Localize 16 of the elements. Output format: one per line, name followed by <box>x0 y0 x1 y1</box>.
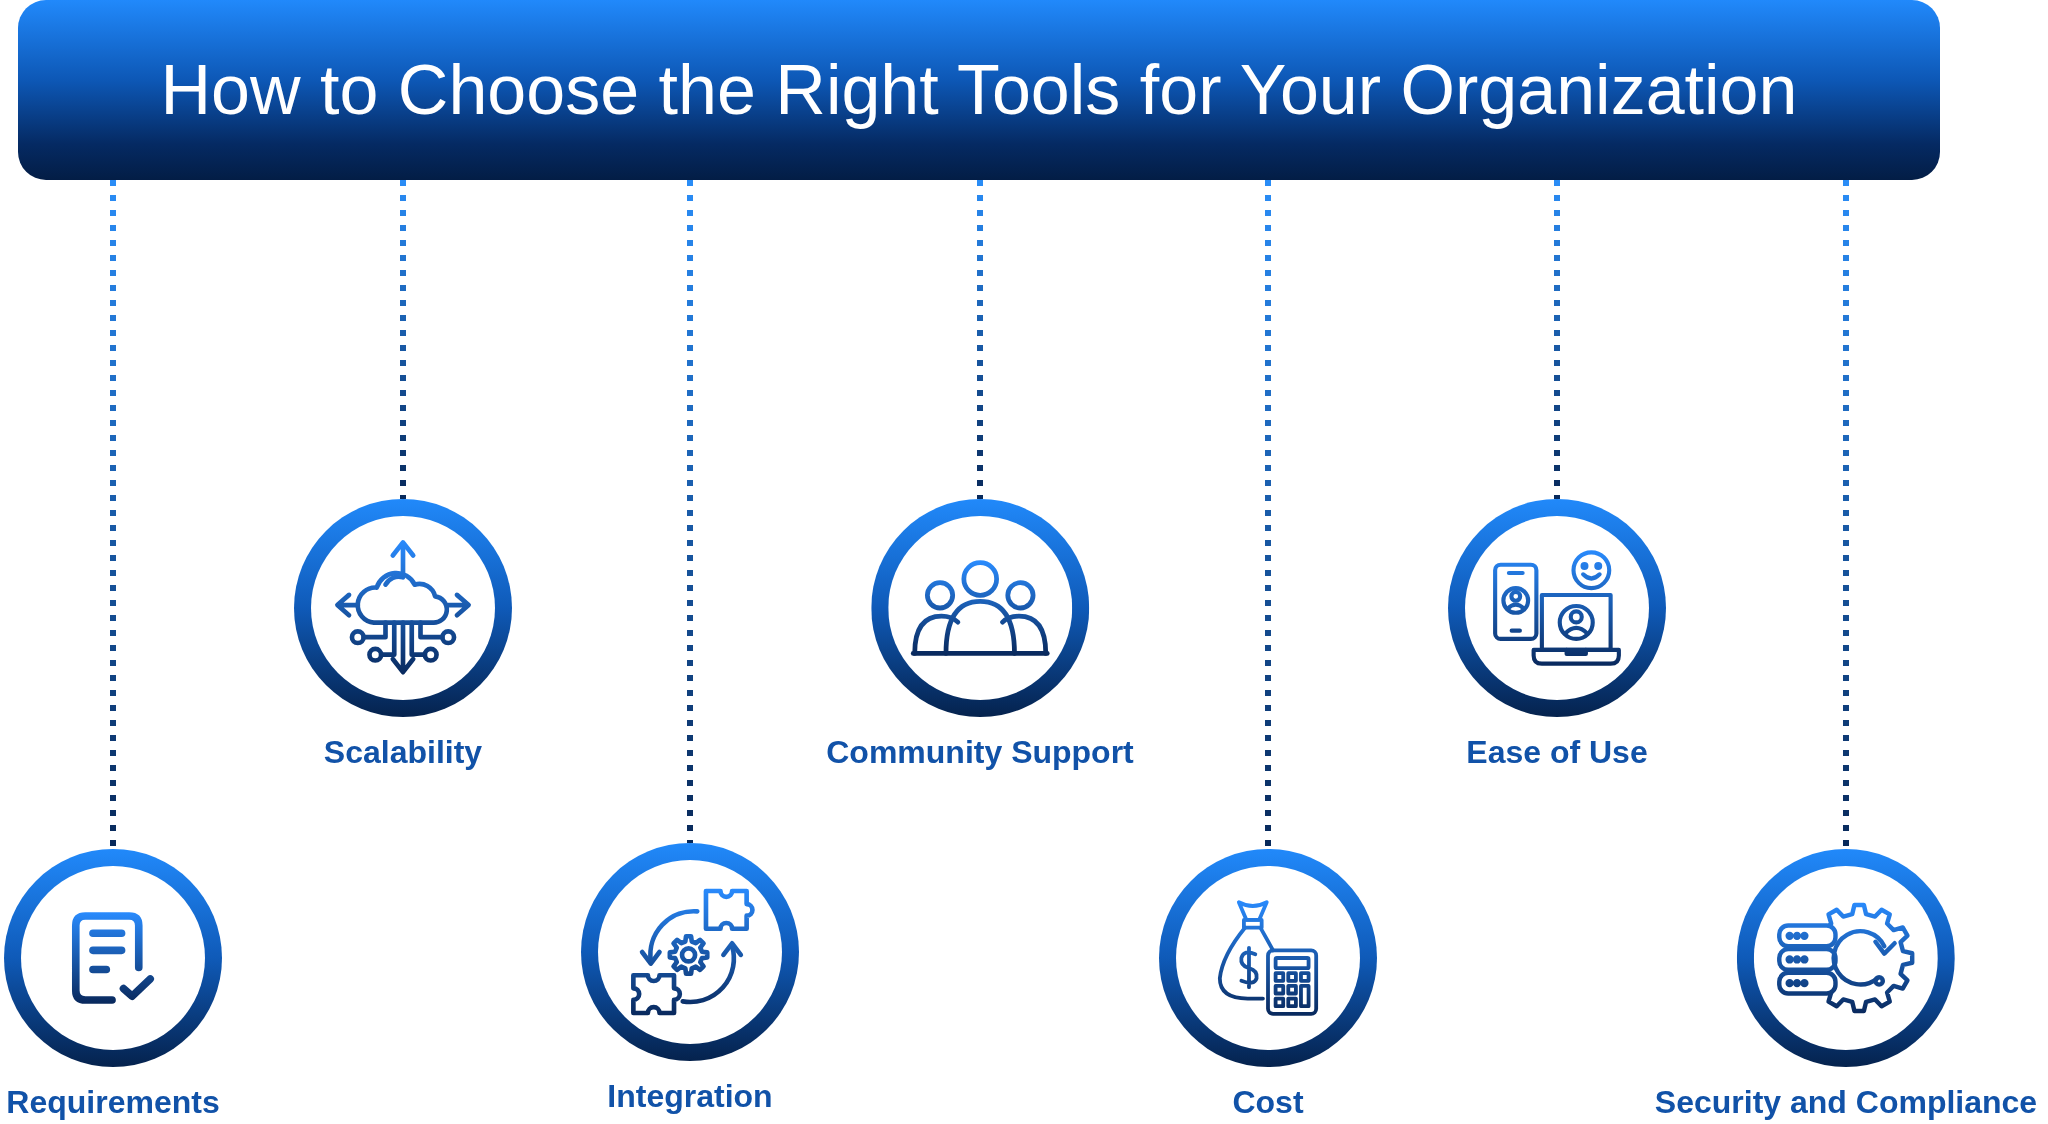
topic-label: Requirements <box>6 1085 220 1121</box>
topic-label: Integration <box>607 1079 773 1115</box>
dotted-connector <box>977 180 983 499</box>
dotted-connector <box>110 180 116 849</box>
topic-label: Cost <box>1232 1085 1304 1121</box>
title-text: How to Choose the Right Tools for Your Organization <box>160 49 1798 131</box>
dotted-connector <box>1843 180 1849 849</box>
dotted-connector <box>1265 180 1271 849</box>
dotted-connector <box>400 180 406 499</box>
topic-label: Scalability <box>323 735 483 771</box>
dotted-connector <box>1554 180 1560 499</box>
topic-label: Ease of Use <box>1466 735 1648 771</box>
topic-label: Community Support <box>826 735 1134 771</box>
topic-label: Security and Compliance <box>1654 1085 2038 1121</box>
title-banner <box>18 0 1940 180</box>
dotted-connector <box>687 180 693 843</box>
